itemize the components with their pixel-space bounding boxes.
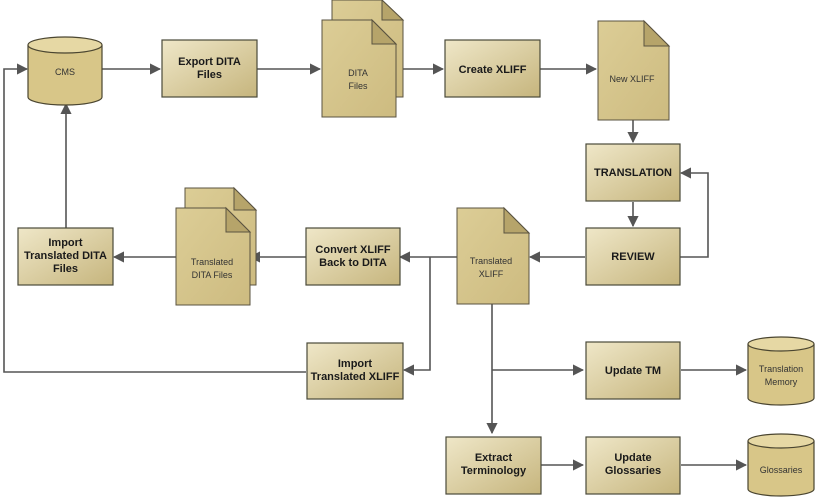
review-label-line-0: REVIEW: [611, 251, 655, 263]
create-xliff-step[interactable]: Create XLIFF: [444, 39, 541, 98]
translated-xliff-label-line-1: XLIFF: [479, 269, 504, 279]
translation-memory-label-line-0: Translation: [759, 364, 803, 374]
extract-terminology-label-line-1: Terminology: [461, 465, 527, 477]
import-translated-dita-label-line-0: Import: [48, 237, 83, 249]
review-step[interactable]: REVIEW: [585, 227, 681, 286]
translated-dita-files-label-line-0: Translated: [191, 257, 233, 267]
cms-database[interactable]: CMS: [27, 36, 103, 106]
edge-xliff-branch-to-import-xliff: [402, 257, 431, 376]
export-dita-files-label-line-1: Files: [197, 69, 222, 81]
update-tm-step[interactable]: Update TM: [585, 341, 681, 400]
translation-step[interactable]: TRANSLATION: [585, 143, 681, 202]
update-tm-label: Update TM: [605, 365, 661, 377]
cms-label-line-0: CMS: [55, 67, 75, 77]
review-label: REVIEW: [611, 251, 655, 263]
update-glossaries-label-line-0: Update: [614, 452, 651, 464]
create-xliff-label: Create XLIFF: [459, 64, 527, 76]
convert-xliff-label-line-1: Back to DITA: [319, 257, 387, 269]
translation-label: TRANSLATION: [594, 167, 672, 179]
export-dita-files-label-line-0: Export DITA: [178, 56, 241, 68]
new-xliff-label-line-0: New XLIFF: [609, 74, 655, 84]
new-xliff-document[interactable]: New XLIFF: [597, 19, 671, 121]
convert-xliff-label-line-0: Convert XLIFF: [315, 244, 390, 256]
edges: [3, 63, 748, 471]
import-translated-dita-label-line-1: Translated DITA: [24, 250, 107, 262]
glossaries-label: Glossaries: [760, 465, 803, 475]
new-xliff-label: New XLIFF: [609, 74, 655, 84]
update-glossaries-label-line-1: Glossaries: [605, 465, 661, 477]
import-translated-dita-label-line-2: Files: [53, 263, 78, 275]
translation-label-line-0: TRANSLATION: [594, 167, 672, 179]
dita-files-document[interactable]: DITA Files: [321, 0, 405, 118]
import-translated-xliff-label-line-0: Import: [338, 358, 373, 370]
translated-xliff-label-line-0: Translated: [470, 256, 512, 266]
create-xliff-label-line-0: Create XLIFF: [459, 64, 527, 76]
edge-review-loop-to-translation: [679, 167, 709, 258]
cms-label: CMS: [55, 67, 75, 77]
import-translated-xliff-label-line-1: Translated XLIFF: [311, 371, 400, 383]
extract-terminology-label-line-0: Extract: [475, 452, 513, 464]
dita-files-label: DITA Files: [348, 68, 368, 91]
dita-files-label-line-1: Files: [348, 81, 368, 91]
translated-dita-files-label-line-1: DITA Files: [192, 270, 233, 280]
edge-import-xliff-to-cms: [3, 63, 306, 373]
dita-files-label-line-0: DITA: [348, 68, 368, 78]
glossaries-label-line-0: Glossaries: [760, 465, 803, 475]
glossaries-database[interactable]: Glossaries: [747, 433, 815, 497]
update-tm-label-line-0: Update TM: [605, 365, 661, 377]
translation-memory-label-line-1: Memory: [765, 377, 798, 387]
